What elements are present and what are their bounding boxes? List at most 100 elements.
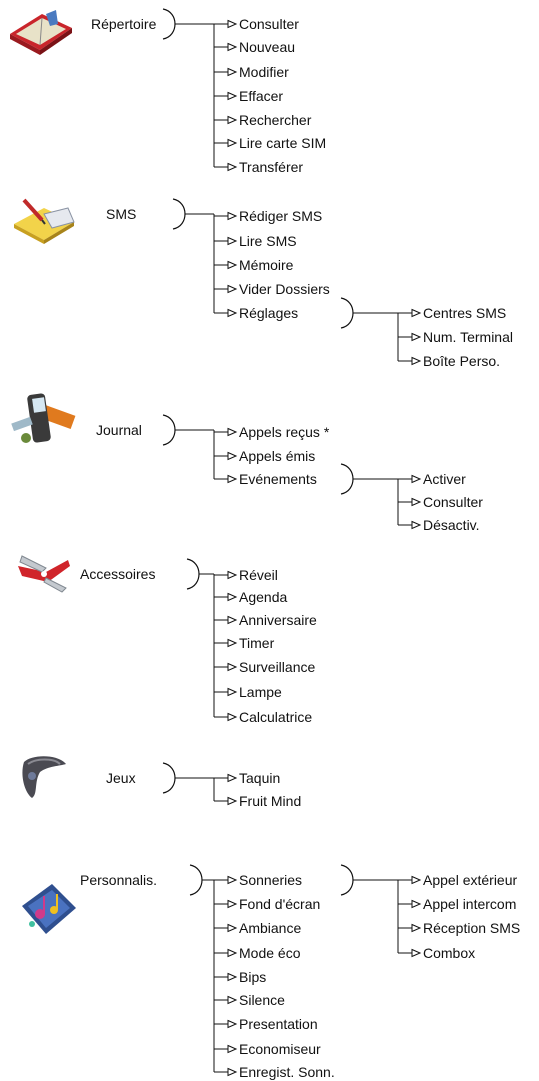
menu-item: Réglages [239, 305, 299, 321]
menu-item: Fond d'écran [239, 896, 321, 912]
arrow-icon [227, 236, 238, 246]
submenu-item: Appel intercom [423, 896, 517, 912]
menu-title: Répertoire [91, 16, 157, 32]
brace-shape [340, 864, 354, 896]
arrow-icon [227, 995, 238, 1005]
arrow-icon [227, 570, 238, 580]
arrow-icon [227, 115, 238, 125]
arrow-icon [227, 972, 238, 982]
arrow-icon [227, 427, 238, 437]
brace-shape [189, 864, 203, 896]
menu-item: Rédiger SMS [239, 208, 323, 224]
arrow-icon [227, 474, 238, 484]
submenu-item: Désactiv. [423, 517, 480, 533]
arrow-icon [227, 712, 238, 722]
arrow-icon [227, 162, 238, 172]
gamepad-icon [22, 756, 67, 798]
address-book-icon [10, 10, 72, 55]
brace-shape [172, 198, 186, 230]
submenu-item: Appel extérieur [423, 872, 518, 888]
arrow-icon [227, 615, 238, 625]
arrow-icon [227, 138, 238, 148]
arrow-icon [227, 687, 238, 697]
menu-item: Consulter [239, 16, 299, 32]
menu-item: Lire SMS [239, 233, 297, 249]
brace-shape [340, 297, 354, 329]
menu-item: Vider Dossiers [239, 281, 330, 297]
arrow-icon [227, 1019, 238, 1029]
arrow-icon [227, 19, 238, 29]
menu-item: Agenda [239, 589, 288, 605]
arrow-icon [227, 308, 238, 318]
menu-item: Modifier [239, 64, 289, 80]
arrow-icon [227, 451, 238, 461]
submenu-item: Boîte Perso. [423, 353, 501, 369]
submenu-item: Consulter [423, 494, 483, 510]
submenu-item: Centres SMS [423, 305, 507, 321]
menu-item: Calculatrice [239, 709, 313, 725]
menu-title: SMS [106, 206, 137, 222]
arrow-icon [227, 875, 238, 885]
brace-shape [186, 558, 200, 590]
arrow-icon [411, 923, 422, 933]
menu-item: Appels reçus * [239, 424, 330, 440]
arrow-icon [227, 1044, 238, 1054]
menu-item: Timer [239, 635, 275, 651]
menu-item: Bips [239, 969, 267, 985]
arrow-icon [227, 211, 238, 221]
arrow-icon [411, 474, 422, 484]
menu-item: Surveillance [239, 659, 316, 675]
arrow-icon [227, 923, 238, 933]
arrow-icon [227, 638, 238, 648]
menu-item: Rechercher [239, 112, 312, 128]
menu-item: Lampe [239, 684, 282, 700]
brace-shape [162, 8, 176, 40]
arrow-icon [227, 592, 238, 602]
menu-item: Taquin [239, 770, 281, 786]
arrow-icon [227, 796, 238, 806]
arrow-icon [411, 497, 422, 507]
menu-item: Economiseur [239, 1041, 321, 1057]
menu-item: Réveil [239, 567, 278, 583]
arrow-icon [227, 284, 238, 294]
menu-title: Jeux [106, 770, 136, 786]
submenu-item: Num. Terminal [423, 329, 513, 345]
menu-item: Sonneries [239, 872, 303, 888]
arrow-icon [227, 899, 238, 909]
menu-item: Silence [239, 992, 285, 1008]
swiss-knife-icon [18, 555, 70, 593]
arrow-icon [411, 308, 422, 318]
menu-item: Anniversaire [239, 612, 317, 628]
menu-item: Fruit Mind [239, 793, 302, 809]
arrow-icon [227, 948, 238, 958]
arrow-icon [227, 260, 238, 270]
brace-shape [162, 762, 176, 794]
arrow-icon [227, 42, 238, 52]
menu-item: Mode éco [239, 945, 301, 961]
envelope-pen-icon [14, 198, 75, 244]
arrow-icon [411, 875, 422, 885]
menu-item: Evénements [239, 471, 317, 487]
menu-item: Nouveau [239, 39, 296, 55]
arrow-icon [227, 67, 238, 77]
submenu-item: Réception SMS [423, 920, 521, 936]
arrow-icon [227, 773, 238, 783]
menu-item: Ambiance [239, 920, 302, 936]
arrow-icon [411, 332, 422, 342]
menu-title: Accessoires [80, 566, 156, 582]
arrow-icon [411, 948, 422, 958]
menu-item: Lire carte SIM [239, 135, 327, 151]
menu-item: Effacer [239, 88, 284, 104]
menu-item: Transférer [239, 159, 304, 175]
menu-item: Enregist. Sonn. [239, 1064, 335, 1080]
arrow-icon [227, 662, 238, 672]
brace-shape [340, 463, 354, 495]
mobile-phone-icon [11, 393, 76, 443]
arrow-icon [411, 356, 422, 366]
arrow-icon [411, 899, 422, 909]
menu-item: Presentation [239, 1016, 318, 1032]
arrow-icon [227, 91, 238, 101]
submenu-item: Combox [423, 945, 476, 961]
submenu-item: Activer [423, 471, 466, 487]
menu-title: Personnalis. [80, 872, 158, 888]
